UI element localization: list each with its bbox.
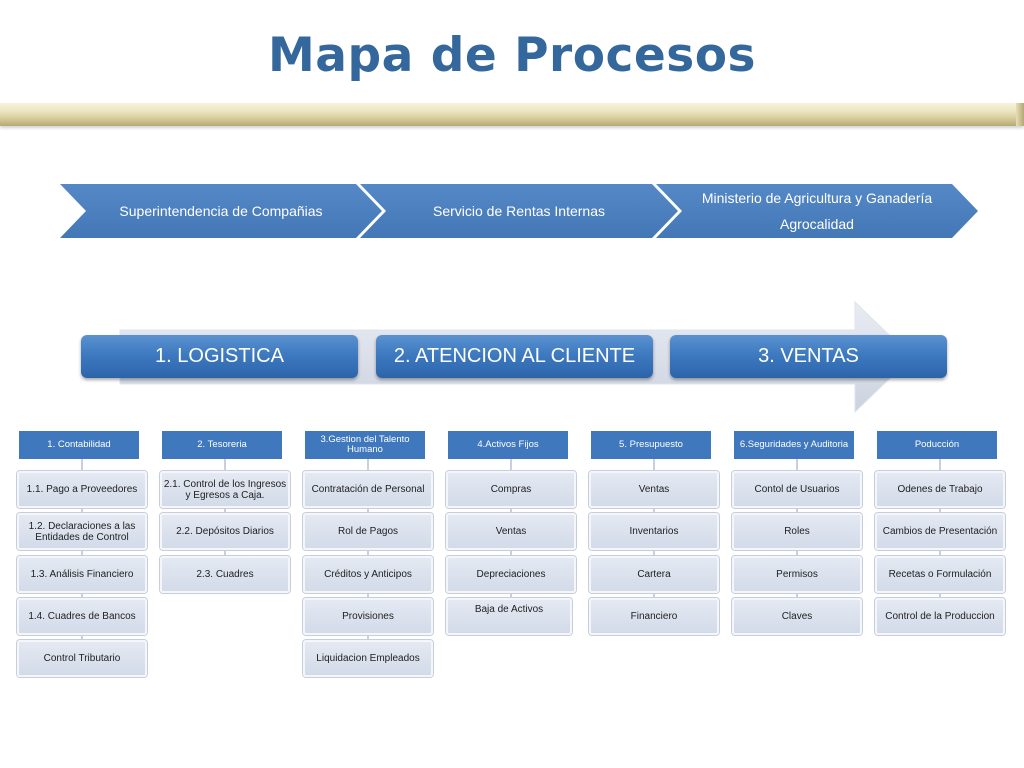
process-item: Financiero	[589, 598, 719, 635]
chevron-label-line: Servicio de Rentas Internas	[433, 203, 605, 219]
process-item: Ventas	[446, 513, 576, 550]
title-divider-bar	[0, 103, 1024, 126]
process-item: Rol de Pagos	[303, 513, 433, 550]
process-item: Compras	[446, 471, 576, 508]
process-item: Inventarios	[589, 513, 719, 550]
process-item: 1.1. Pago a Proveedores	[17, 471, 147, 508]
column-header: 6.Seguridades y Auditoria	[734, 431, 854, 459]
process-item: Baja de Activos	[446, 598, 572, 635]
phase-atencion-cliente: 2. ATENCION AL CLIENTE	[376, 335, 653, 378]
process-item: 2.2. Depósitos Diarios	[160, 513, 290, 550]
column-header: 1. Contabilidad	[19, 431, 139, 459]
process-item: Contol de Usuarios	[732, 471, 862, 508]
phase-logistica: 1. LOGISTICA	[81, 335, 358, 378]
chevron-label-line: Ministerio de Agricultura y Ganadería	[701, 190, 933, 206]
process-item: Cambios de Presentación	[875, 513, 1005, 550]
column-header: 5. Presupuesto	[591, 431, 711, 459]
chevron-shape-3	[656, 184, 978, 238]
chevron-label-line: Agrocalidad	[780, 216, 854, 232]
page-title: Mapa de Procesos	[268, 28, 756, 83]
process-item: Roles	[732, 513, 862, 550]
chevron-shape-1	[60, 184, 382, 238]
process-item: Control Tributario	[17, 640, 147, 677]
column-header: 3.Gestion del Talento Humano	[305, 431, 425, 459]
process-item: Provisiones	[303, 598, 433, 635]
process-item: 1.3. Análisis Financiero	[17, 556, 147, 593]
process-item: Liquidacion Empleados	[303, 640, 433, 677]
chevron-superintendencia: Superintendencia de Compañias	[86, 184, 356, 238]
process-item: 2.1. Control de los Ingresos y Egresos a…	[160, 471, 290, 508]
title-divider-bar-end	[1016, 103, 1024, 126]
process-item: 1.2. Declaraciones a las Entidades de Co…	[17, 513, 147, 550]
phase-ventas: 3. VENTAS	[670, 335, 947, 378]
process-item: 2.3. Cuadres	[160, 556, 290, 593]
column-header: Poducción	[877, 431, 997, 459]
process-item: Cartera	[589, 556, 719, 593]
process-item: Recetas o Formulación	[875, 556, 1005, 593]
chevron-shape-2	[360, 184, 678, 238]
process-item: Control de la Produccion	[875, 598, 1005, 635]
chevron-label-line: Superintendencia de Compañias	[119, 203, 323, 219]
process-item: Claves	[732, 598, 862, 635]
column-header: 2. Tesoreria	[162, 431, 282, 459]
chevron-ministerio-agricultura: Ministerio de Agricultura y Ganadería Ag…	[682, 184, 952, 238]
process-item: Créditos y Anticipos	[303, 556, 433, 593]
process-item: Ventas	[589, 471, 719, 508]
process-item: 1.4. Cuadres de Bancos	[17, 598, 147, 635]
process-item: Depreciaciones	[446, 556, 576, 593]
process-item: Permisos	[732, 556, 862, 593]
process-item: Contratación de Personal	[303, 471, 433, 508]
process-item: Odenes de Trabajo	[875, 471, 1005, 508]
stakeholder-chevrons	[60, 184, 978, 238]
column-header: 4.Activos Fijos	[448, 431, 568, 459]
chevron-rentas-internas: Servicio de Rentas Internas	[386, 184, 652, 238]
